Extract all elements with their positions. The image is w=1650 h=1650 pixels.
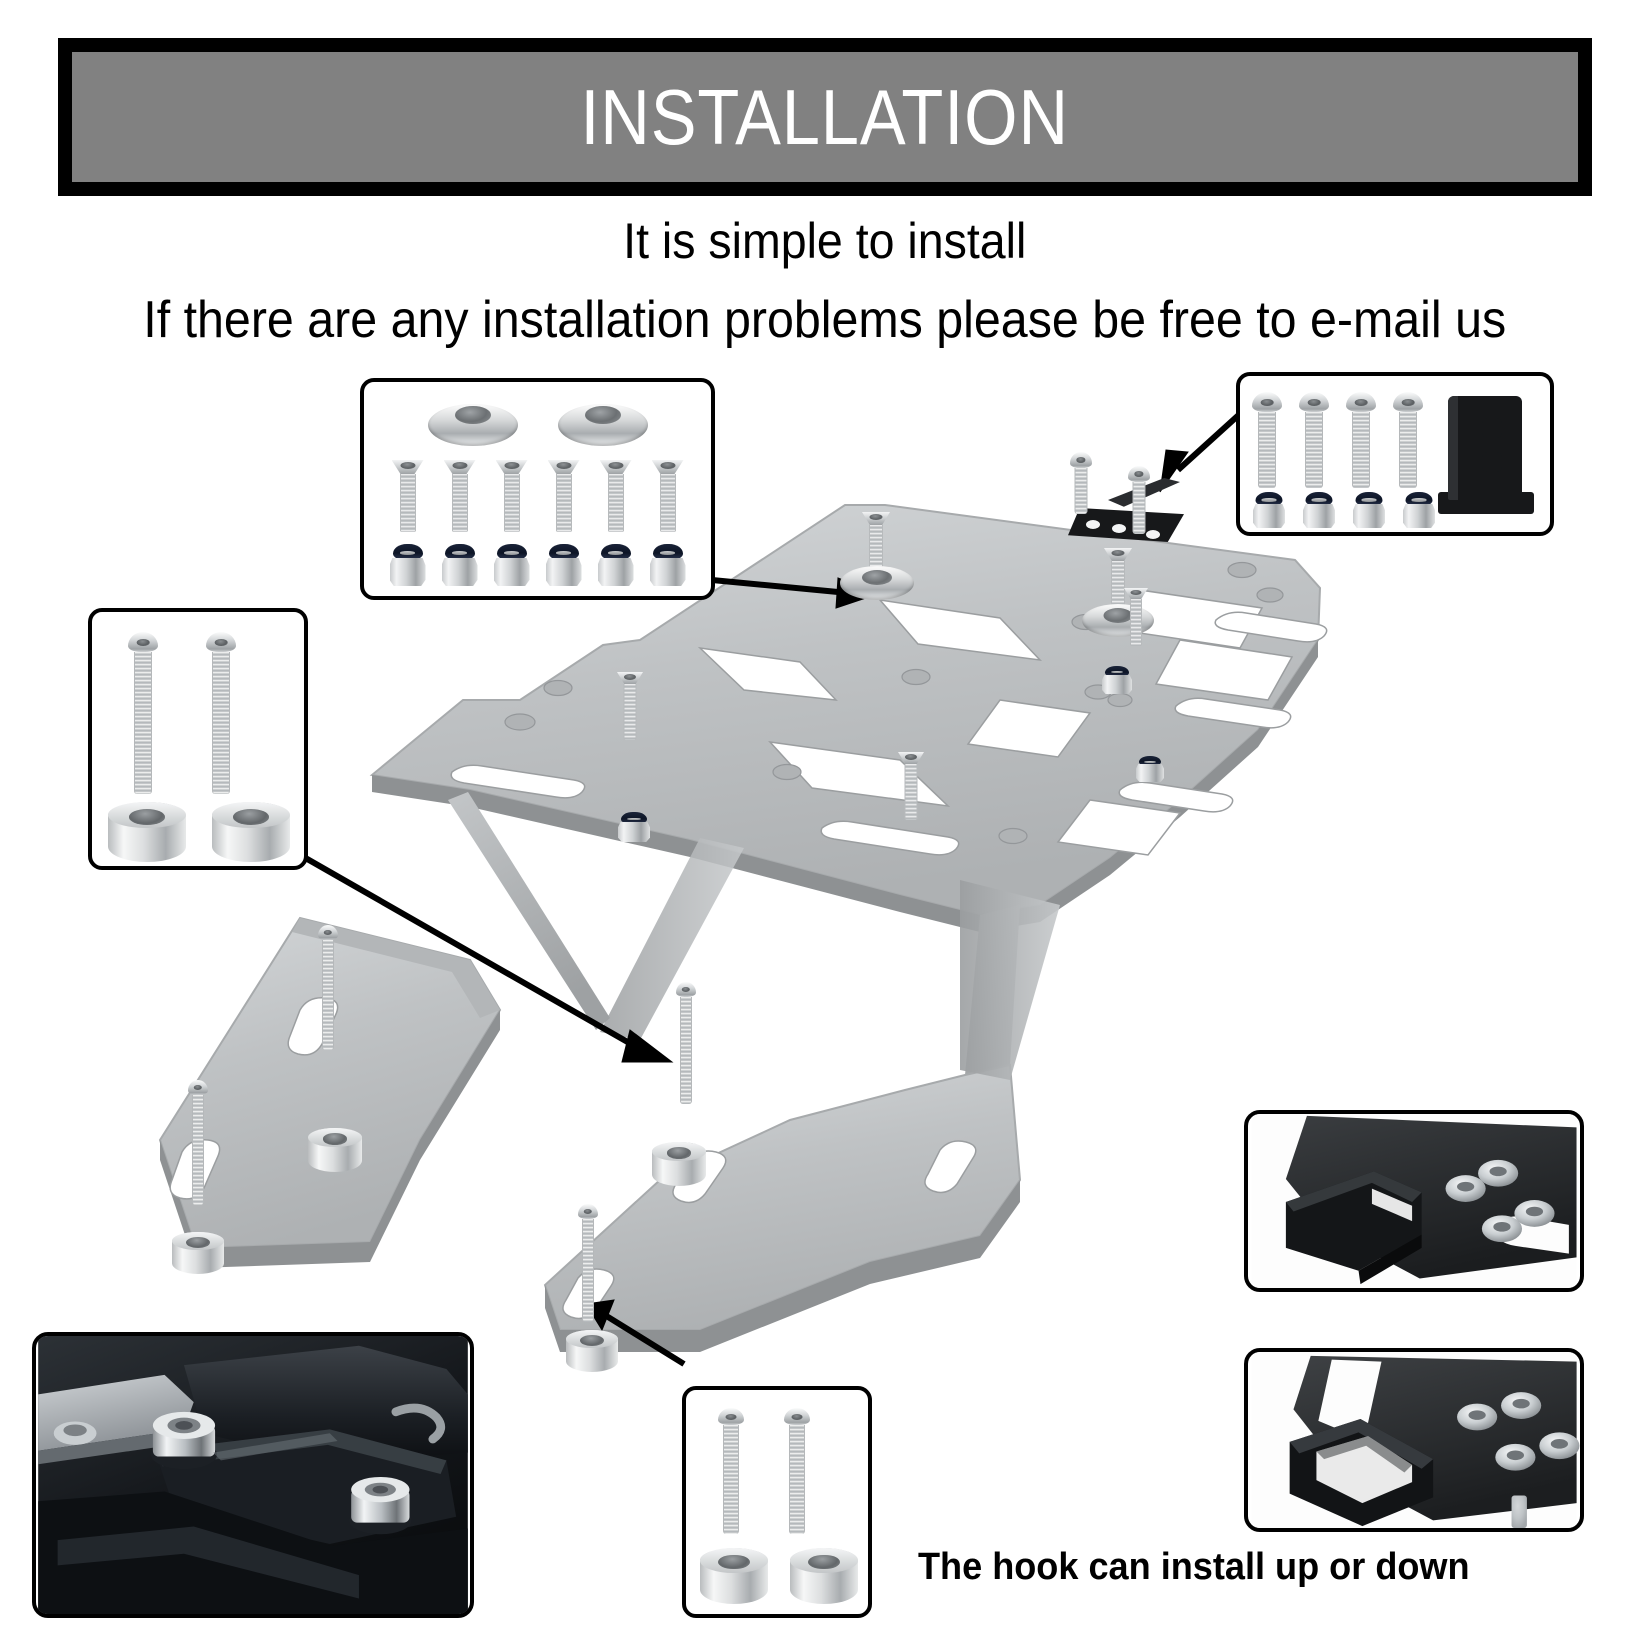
- countersunk-screw: [443, 460, 476, 532]
- flange-bushing-on-deck-2: [1082, 598, 1154, 638]
- button-head-bolt: [1252, 392, 1282, 488]
- button-head-bolt: [1299, 392, 1329, 488]
- long-button-head-bolt: [206, 632, 236, 794]
- photo-hook-installed-down: [1244, 1348, 1584, 1532]
- nylon-lock-nut: [493, 544, 530, 586]
- spacer-right-leg-2: [566, 1330, 618, 1372]
- page-title: INSTALLATION: [580, 73, 1070, 161]
- callout-long-bolt-spacer-kit-bottom: [682, 1386, 872, 1618]
- hook-orientation-caption: The hook can install up or down: [918, 1548, 1499, 1586]
- button-head-bolt-hook-1: [1070, 452, 1092, 514]
- intro-line-2-text: If there are any installation problems p…: [143, 291, 1507, 349]
- arrow-kit-left: [300, 853, 640, 1051]
- flange-bushing: [557, 398, 648, 446]
- chrome-bolt-left: [150, 1411, 218, 1470]
- aluminium-spacer: [108, 802, 186, 862]
- flange-bushing: [427, 398, 518, 446]
- photo-installed-on-motorcycle: [32, 1332, 474, 1618]
- callout-hook-bracket-kit: [1236, 372, 1554, 536]
- header-banner-inner: INSTALLATION: [72, 52, 1578, 182]
- spacer-left-leg-2: [172, 1232, 224, 1274]
- photo-hook-installed-up: [1244, 1110, 1584, 1292]
- button-head-bolt: [1346, 392, 1376, 488]
- callout-long-bolt-spacer-kit-left: [88, 608, 308, 870]
- nylon-lock-nut: [1253, 492, 1285, 528]
- threaded-stud: [1511, 1495, 1527, 1528]
- bolt-head-group: [1457, 1392, 1580, 1471]
- arrow-kit-top-left: [711, 577, 839, 595]
- intro-line-1-text: It is simple to install: [623, 213, 1027, 269]
- aluminium-spacer: [212, 802, 290, 862]
- aluminium-spacer: [790, 1548, 858, 1604]
- nylon-lock-nut: [389, 544, 426, 586]
- countersunk-screw: [651, 460, 684, 532]
- nylon-lock-nut: [1403, 492, 1435, 528]
- arrow-kit-top-right: [1175, 409, 1245, 473]
- bolt-head-group: [1445, 1159, 1555, 1243]
- aluminium-spacer: [700, 1548, 768, 1604]
- button-head-bolt-hook-2: [1128, 466, 1150, 534]
- spacer-left-leg-1: [308, 1128, 362, 1172]
- intro-line-1: It is simple to install: [0, 216, 1650, 266]
- long-bolt-right-leg-1: [676, 982, 696, 1104]
- chrome-nut-small: [53, 1421, 97, 1445]
- countersunk-screw: [599, 460, 632, 532]
- black-hook-bracket: [1438, 396, 1536, 524]
- nylon-lock-nut: [545, 544, 582, 586]
- hook-orientation-caption-text: The hook can install up or down: [918, 1546, 1470, 1588]
- callout-countersunk-screw-kit: [360, 378, 715, 600]
- button-head-bolt: [1393, 392, 1423, 488]
- countersunk-screw: [547, 460, 580, 532]
- nylon-lock-nut: [1353, 492, 1385, 528]
- nylon-lock-nut: [441, 544, 478, 586]
- rack-rear-support: [600, 838, 1060, 1080]
- countersunk-screw-hook-mount: [1124, 588, 1148, 646]
- countersunk-screw: [391, 460, 424, 532]
- long-bolt-right-leg-2: [578, 1204, 598, 1322]
- countersunk-screw-on-deck-3: [617, 672, 643, 740]
- countersunk-screw: [495, 460, 528, 532]
- long-button-head-bolt: [784, 1408, 810, 1534]
- lock-nut-on-deck-2: [1102, 666, 1132, 694]
- nylon-lock-nut: [649, 544, 686, 586]
- long-button-head-bolt: [128, 632, 158, 794]
- chrome-bolt-right: [349, 1476, 412, 1535]
- nylon-lock-nut: [597, 544, 634, 586]
- countersunk-screw-on-deck-4: [898, 752, 924, 820]
- rack-lower-right-bracket: [543, 905, 1022, 1352]
- spacer-right-leg-1: [652, 1142, 706, 1186]
- nylon-lock-nut: [1303, 492, 1335, 528]
- long-bolt-left-leg-2: [188, 1080, 208, 1205]
- intro-line-2: If there are any installation problems p…: [0, 294, 1650, 346]
- long-button-head-bolt: [718, 1408, 744, 1534]
- header-banner: INSTALLATION: [58, 38, 1592, 196]
- long-bolt-left-leg-1: [318, 925, 338, 1050]
- lock-nut-on-deck-1: [618, 812, 650, 842]
- flange-bushing-on-deck-1: [840, 560, 914, 600]
- lock-nut-on-deck-3: [1136, 756, 1164, 782]
